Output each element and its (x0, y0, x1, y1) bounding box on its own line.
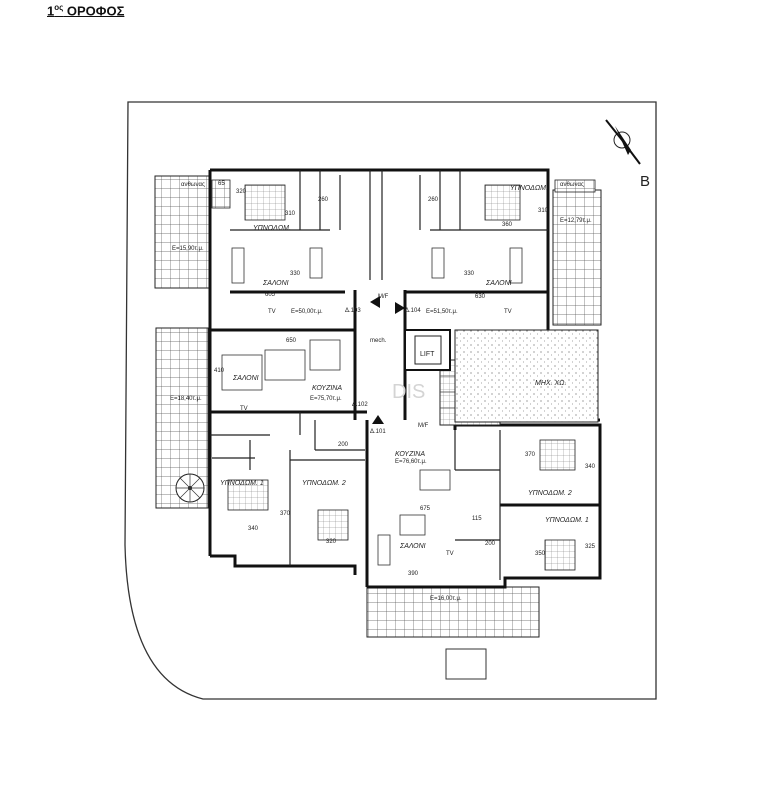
kitchen-flat-c (264, 349, 306, 381)
entry-arrow-icon (370, 296, 405, 424)
flat-b-dim-260: 260 (428, 197, 439, 203)
kitchen-island-flat-a (309, 247, 323, 279)
flat-b-veranda-area: Ε=12,79τ.μ. (560, 218, 592, 224)
flat-a-living-label: ΣΑΛΟΝΙ (262, 280, 289, 287)
entrance (445, 648, 487, 680)
flat-d-dim-115: 115 (472, 516, 482, 522)
flat-d-door-id: Δ.101 (370, 429, 386, 435)
mech-space-label: ΜΗΧ. ΧΩ. (535, 380, 566, 387)
flat-b-tv: TV (504, 309, 512, 315)
building-walls (208, 168, 602, 589)
sofa-flat-a (231, 247, 245, 284)
flat-c-dim-340: 340 (248, 526, 259, 532)
flat-d-bed1-label: ΥΠΝΟΔΩΜ. 1 (545, 517, 589, 524)
flat-c-door-id: Δ.102 (352, 402, 368, 408)
flat-a-tv: TV (268, 309, 276, 315)
flat-d-kitchen-label: ΚΟΥΖΙΝΑ (395, 451, 425, 458)
flat-b-bedroom-label: ΥΠΝΟΔΩΜ. (510, 185, 548, 192)
flat-d-dim-325: 325 (585, 544, 596, 550)
veranda-flat-b (552, 189, 602, 326)
flat-c-dim-200: 200 (338, 442, 349, 448)
interior-walls (210, 170, 548, 580)
dining-flat-c (309, 339, 341, 371)
flat-a-door-id: Δ.103 (345, 308, 361, 314)
lift-shaft (404, 329, 451, 371)
watermark: DIS (392, 381, 425, 403)
flat-b-dim-360: 360 (502, 222, 513, 228)
flat-a-bedroom-label: ΥΠΝΟΔΩΜ. (253, 225, 291, 232)
flat-c-area: Ε=75,70τ.μ. (310, 396, 342, 402)
flat-c-dim-650: 650 (286, 338, 297, 344)
flat-a-veranda-area: Ε=15,90τ.μ. (172, 246, 204, 252)
flat-a-dim-320: 320 (236, 189, 247, 195)
flat-b-dim-330: 330 (464, 271, 475, 277)
flat-c-tv: TV (240, 406, 248, 412)
flat-c-dim-320: 320 (326, 539, 337, 545)
flat-d-area: Ε=76,60τ.μ. (395, 459, 427, 465)
small-veranda-top-right (554, 179, 596, 193)
flat-a-dim-65: 65 (218, 181, 225, 187)
kitchen-island-flat-b (431, 247, 445, 279)
flat-a-area: Ε=50,00τ.μ. (291, 309, 323, 315)
flat-a-veranda-label: ανθωνας (181, 182, 205, 188)
sofa-flat-c (221, 354, 263, 391)
flat-c-living-label: ΣΑΛΟΝΙ (232, 375, 259, 382)
flat-c-dim-410: 410 (214, 368, 225, 374)
flat-d-bed2-label: ΥΠΝΟΔΩΜ. 2 (528, 490, 572, 497)
flat-d-dim-370: 370 (525, 452, 536, 458)
mf-label-top: M/F (378, 294, 389, 300)
flat-a-dim-310: 310 (285, 211, 296, 217)
flat-b-dim-630: 630 (475, 294, 486, 300)
sofa-flat-d (377, 534, 391, 566)
flat-d-dim-390: 390 (408, 571, 419, 577)
flat-c-bed2-label: ΥΠΝΟΔΩΜ. 2 (302, 480, 346, 487)
mechanical-space (454, 329, 599, 423)
kitchen-flat-d (419, 469, 451, 491)
flat-b-area: Ε=51,50τ.μ. (426, 309, 458, 315)
flat-b-door-id: Δ.104 (405, 308, 421, 314)
flat-b-dim-310: 310 (538, 208, 549, 214)
sofa-flat-b (509, 247, 523, 284)
flat-d-veranda-area: Ε=16,00τ.μ. (430, 596, 462, 602)
flat-a-dim-330: 330 (290, 271, 301, 277)
floor-title: 1ος ΟΡΟΦΟΣ (47, 3, 125, 19)
flat-c-veranda-area: Ε=18,40τ.μ. (170, 396, 202, 402)
flat-c-bed1-label: ΥΠΝΟΔΩΜ. 1 (220, 480, 264, 487)
north-arrow-icon (605, 119, 641, 165)
plot-boundary (124, 101, 657, 700)
flat-c-kitchen-label: ΚΟΥΖΙΝΑ (312, 385, 342, 392)
flat-b-veranda-label: ανθωνας (560, 182, 584, 188)
mf-label-bottom: M/F (418, 423, 429, 429)
flat-d-dim-350: 350 (535, 551, 546, 557)
flat-a-dim-605: 605 (265, 292, 276, 298)
veranda-flat-d (366, 586, 540, 638)
small-veranda-top-left (211, 179, 231, 209)
flat-c-mech: mech. (370, 338, 387, 344)
lift-label: LIFT (420, 351, 435, 358)
spiral-stair-icon (175, 473, 205, 503)
dining-flat-d (399, 514, 426, 536)
flat-d-living-label: ΣΑΛΟΝΙ (399, 543, 426, 550)
bed-icon (227, 184, 576, 571)
flat-d-dim-200: 200 (485, 541, 496, 547)
flat-c-dim-370: 370 (280, 511, 291, 517)
flat-b-living-label: ΣΑΛΟΝΙ (485, 280, 512, 287)
veranda-flat-a (154, 175, 211, 289)
flat-d-dim-340: 340 (585, 464, 596, 470)
flat-d-tv: TV (446, 551, 454, 557)
flat-d-dim-675: 675 (420, 506, 431, 512)
flat-a-dim-260: 260 (318, 197, 329, 203)
compass-label: B (640, 173, 650, 190)
